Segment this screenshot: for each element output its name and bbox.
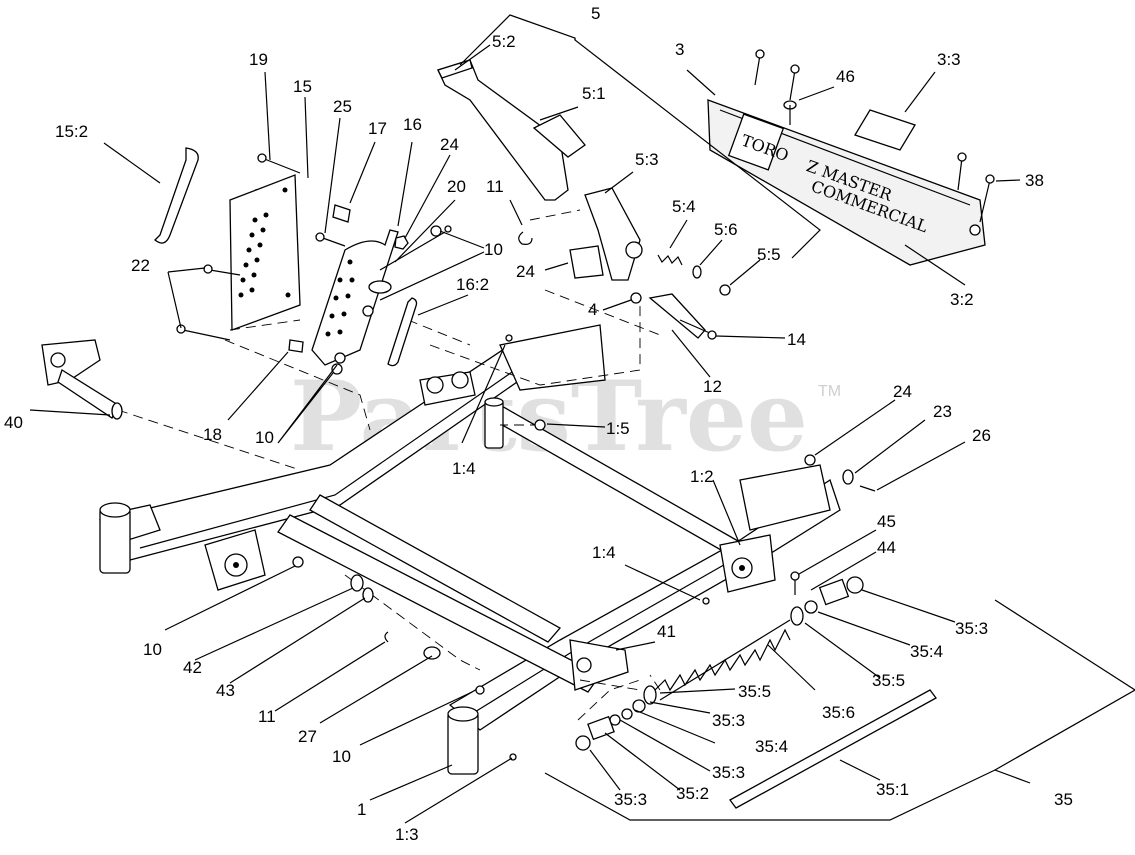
spring-assembly-35 bbox=[575, 571, 937, 809]
callout-15: 15 bbox=[293, 77, 312, 96]
callout-27: 27 bbox=[298, 727, 317, 746]
callout-17: 17 bbox=[368, 119, 387, 138]
callout-24-mid: 24 bbox=[516, 262, 535, 281]
lever-assembly-5 bbox=[437, 59, 731, 340]
callout-18: 18 bbox=[203, 425, 222, 444]
callout-19: 19 bbox=[249, 50, 268, 69]
callout-10-bottom: 10 bbox=[143, 640, 162, 659]
callout-5-3: 5:3 bbox=[635, 150, 659, 169]
callout-1-4-top: 1:4 bbox=[452, 459, 476, 478]
callout-35-1: 35:1 bbox=[876, 780, 909, 799]
callout-10-top: 10 bbox=[484, 240, 503, 259]
callout-41: 41 bbox=[657, 622, 676, 641]
callout-35-3-right: 35:3 bbox=[955, 619, 988, 638]
callout-16: 16 bbox=[403, 115, 422, 134]
callout-24-left: 24 bbox=[440, 135, 459, 154]
callout-3: 3 bbox=[675, 40, 684, 59]
bracket-15 bbox=[229, 174, 301, 331]
callout-5: 5 bbox=[591, 4, 600, 23]
callout-35-5-right: 35:5 bbox=[872, 671, 905, 690]
callout-42: 42 bbox=[183, 658, 202, 677]
callout-12: 12 bbox=[703, 377, 722, 396]
callout-23: 23 bbox=[933, 402, 952, 421]
callout-14: 14 bbox=[787, 330, 806, 349]
watermark-tm: TM bbox=[818, 383, 841, 400]
callout-5-6: 5:6 bbox=[714, 220, 738, 239]
hardware-left bbox=[176, 153, 533, 375]
callout-labels: 5 5:2 3 3:3 46 5:1 19 15 25 17 16 24 15:… bbox=[4, 4, 1073, 844]
callout-46: 46 bbox=[836, 67, 855, 86]
callout-22: 22 bbox=[131, 256, 150, 275]
callout-1-5: 1:5 bbox=[606, 419, 630, 438]
callout-1-2: 1:2 bbox=[690, 467, 714, 486]
callout-5-5: 5:5 bbox=[757, 245, 781, 264]
callout-3-2: 3:2 bbox=[950, 290, 974, 309]
callout-35-4-left: 35:4 bbox=[755, 737, 788, 756]
callout-1-4-right: 1:4 bbox=[592, 543, 616, 562]
handle-40 bbox=[41, 339, 123, 420]
callout-44: 44 bbox=[877, 538, 896, 557]
callout-1: 1 bbox=[357, 800, 366, 819]
assembly-lines bbox=[117, 179, 661, 721]
callout-35-3-mid: 35:3 bbox=[712, 711, 745, 730]
callout-5-1: 5:1 bbox=[582, 84, 606, 103]
main-frame bbox=[98, 324, 841, 775]
callout-35-6: 35:6 bbox=[822, 703, 855, 722]
callout-3-3: 3:3 bbox=[937, 50, 961, 69]
callout-25: 25 bbox=[333, 97, 352, 116]
callout-20: 20 bbox=[447, 177, 466, 196]
callout-38: 38 bbox=[1025, 171, 1044, 190]
callout-5-2: 5:2 bbox=[492, 32, 516, 51]
callout-26: 26 bbox=[972, 426, 991, 445]
strip-16-2 bbox=[387, 297, 418, 367]
strip-15-2 bbox=[154, 147, 199, 244]
callout-15-2: 15:2 bbox=[55, 122, 88, 141]
callout-16-2: 16:2 bbox=[456, 275, 489, 294]
callout-11-bottom: 11 bbox=[258, 707, 276, 726]
callout-35-5-left: 35:5 bbox=[738, 682, 771, 701]
callout-10-left: 10 bbox=[255, 428, 274, 447]
callout-35-3-low: 35:3 bbox=[712, 763, 745, 782]
callout-35: 35 bbox=[1054, 790, 1073, 809]
hardware-frame bbox=[292, 334, 876, 761]
callout-5-4: 5:4 bbox=[672, 197, 696, 216]
bracket-16 bbox=[311, 229, 399, 366]
callout-35-2: 35:2 bbox=[676, 784, 709, 803]
callout-24-right: 24 bbox=[893, 382, 912, 401]
bracket-15-holes bbox=[238, 187, 291, 298]
callout-11-top: 11 bbox=[486, 177, 504, 196]
callout-1-3: 1:3 bbox=[395, 825, 419, 844]
callout-40: 40 bbox=[4, 413, 23, 432]
leader-lines bbox=[29, 14, 1135, 824]
callout-45: 45 bbox=[877, 512, 896, 531]
callout-4: 4 bbox=[588, 300, 597, 319]
callout-43: 43 bbox=[216, 681, 235, 700]
callout-35-4-right: 35:4 bbox=[910, 642, 943, 661]
callout-10-lower: 10 bbox=[332, 747, 351, 766]
callout-35-3-bottom: 35:3 bbox=[614, 790, 647, 809]
